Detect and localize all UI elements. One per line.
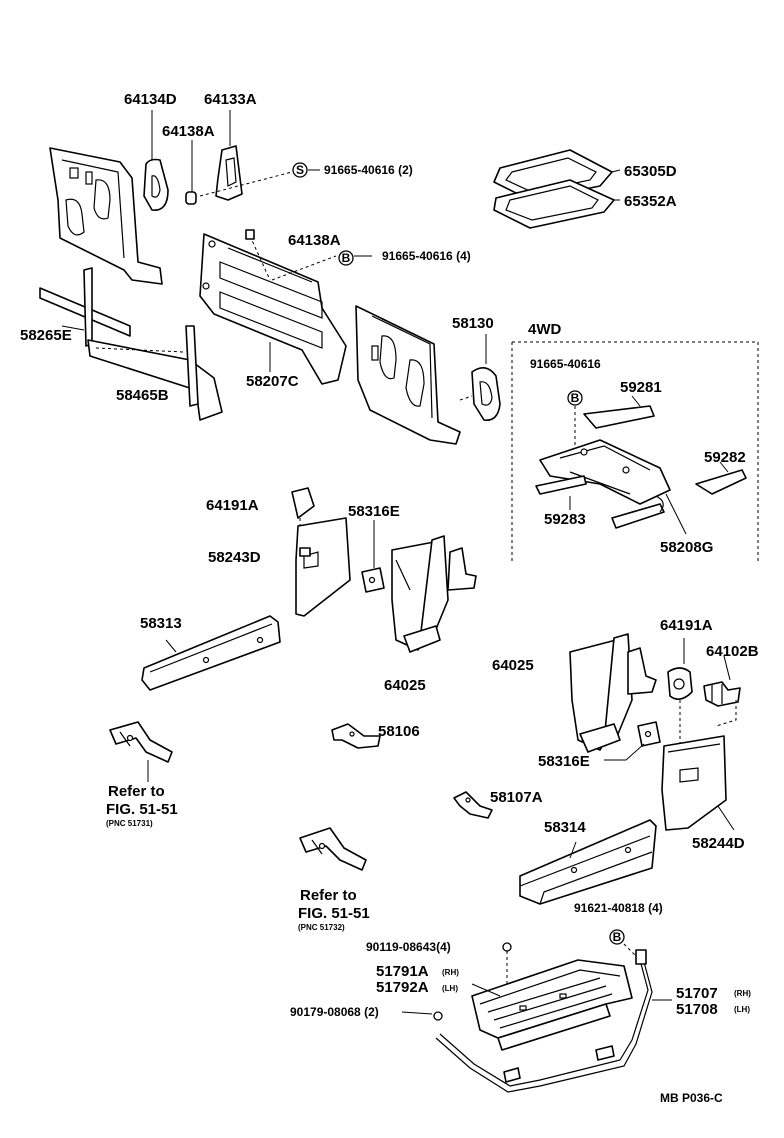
label-58465B: 58465B <box>116 387 169 404</box>
mark-b-1-label: B <box>342 251 351 265</box>
label-58208G: 58208G <box>660 539 713 556</box>
label-58316E-bot: 58316E <box>538 753 590 770</box>
label-51792A-side: (LH) <box>442 984 458 993</box>
label-refer2-line3: (PNC 51732) <box>298 923 345 932</box>
plate-59282 <box>695 469 747 495</box>
pad-64191A-right <box>667 638 693 744</box>
pad-64138A-top <box>185 191 197 205</box>
label-64138A-top: 64138A <box>162 123 215 140</box>
label-58106: 58106 <box>378 723 420 740</box>
label-58244D: 58244D <box>692 835 745 852</box>
plate-59281 <box>583 405 655 429</box>
label-51791A: 51791A <box>376 963 429 980</box>
plate-58316E-top <box>361 520 385 593</box>
label-91665-4wd: 91665-40616 <box>530 357 601 371</box>
label-90179: 90179-08068 (2) <box>290 1005 379 1019</box>
label-91621: 91621-40818 (4) <box>574 901 663 915</box>
mark-b-2 <box>567 390 583 406</box>
label-refer2-line2: FIG. 51-51 <box>298 905 370 922</box>
pad-64191A-left <box>291 487 315 519</box>
mark-s <box>292 162 308 178</box>
bracket-58244D <box>661 735 735 831</box>
mark-b-1 <box>338 250 354 266</box>
section-4wd-label: 4WD <box>528 321 562 338</box>
label-refer1-line3: (PNC 51731) <box>106 819 153 828</box>
label-64133A: 64133A <box>204 91 257 108</box>
label-64025-right: 64025 <box>492 657 534 674</box>
label-58314: 58314 <box>544 819 586 836</box>
label-58107A: 58107A <box>490 789 543 806</box>
label-refer2-line1: Refer to <box>300 887 357 904</box>
label-64025-left: 64025 <box>384 677 426 694</box>
panel-left-upper <box>49 147 163 285</box>
clip-58107A <box>453 791 493 819</box>
bracket-64025-right <box>569 633 657 753</box>
label-51791A-side: (RH) <box>442 968 459 977</box>
label-58207C: 58207C <box>246 373 299 390</box>
mark-b-3-label: B <box>613 930 622 944</box>
bracket-ref-51732 <box>299 827 367 871</box>
mark-b-3 <box>609 929 625 945</box>
rail-58313 <box>141 615 281 691</box>
label-58313: 58313 <box>140 615 182 632</box>
label-ref-code: MB P036-C <box>660 1091 723 1105</box>
label-refer1-line1: Refer to <box>108 783 165 800</box>
label-58265E: 58265E <box>20 327 72 344</box>
bracket-58243D <box>295 517 351 617</box>
mark-b-2-label: B <box>571 391 580 405</box>
rod-51707 <box>435 949 672 1093</box>
label-51792A: 51792A <box>376 979 429 996</box>
clip-64102B <box>703 655 741 727</box>
label-refer1-line2: FIG. 51-51 <box>106 801 178 818</box>
label-65352A: 65352A <box>624 193 677 210</box>
bracket-58130 <box>459 334 501 421</box>
label-59282: 59282 <box>704 449 746 466</box>
panel-right-center <box>355 305 461 445</box>
rail-58314 <box>519 819 657 905</box>
clip-58106 <box>331 723 381 749</box>
label-91665-4: 91665-40616 (4) <box>382 249 471 263</box>
label-64138A-mid: 64138A <box>288 232 341 249</box>
label-90119: 90119-08643(4) <box>366 940 451 954</box>
bar-58465B <box>83 267 223 421</box>
label-64191A-right: 64191A <box>660 617 713 634</box>
label-58243D: 58243D <box>208 549 261 566</box>
section-4wd-box: 4WD <box>511 321 759 564</box>
label-64102B: 64102B <box>706 643 759 660</box>
bracket-64025-left <box>391 535 477 653</box>
label-91665-2: 91665-40616 (2) <box>324 163 413 177</box>
nut-90179 <box>433 1011 443 1021</box>
label-64134D: 64134D <box>124 91 177 108</box>
frame-58207C <box>199 229 347 385</box>
label-59283: 59283 <box>544 511 586 528</box>
pad-65352A <box>493 179 620 229</box>
label-51708: 51708 <box>676 1001 718 1018</box>
mark-s-label: S <box>296 163 304 177</box>
label-51707: 51707 <box>676 985 718 1002</box>
label-65305D: 65305D <box>624 163 677 180</box>
bolt-90119 <box>502 942 512 952</box>
label-51708-side: (LH) <box>734 1005 750 1014</box>
crossmember-58208G <box>535 439 671 529</box>
label-59281: 59281 <box>620 379 662 396</box>
label-58316E-top: 58316E <box>348 503 400 520</box>
label-51707-side: (RH) <box>734 989 751 998</box>
tray-51791A <box>471 959 633 1051</box>
label-64191A-left: 64191A <box>206 497 259 514</box>
bracket-ref-51731 <box>109 721 173 782</box>
plate-58316E-bot <box>604 721 661 761</box>
label-58130: 58130 <box>452 315 494 332</box>
